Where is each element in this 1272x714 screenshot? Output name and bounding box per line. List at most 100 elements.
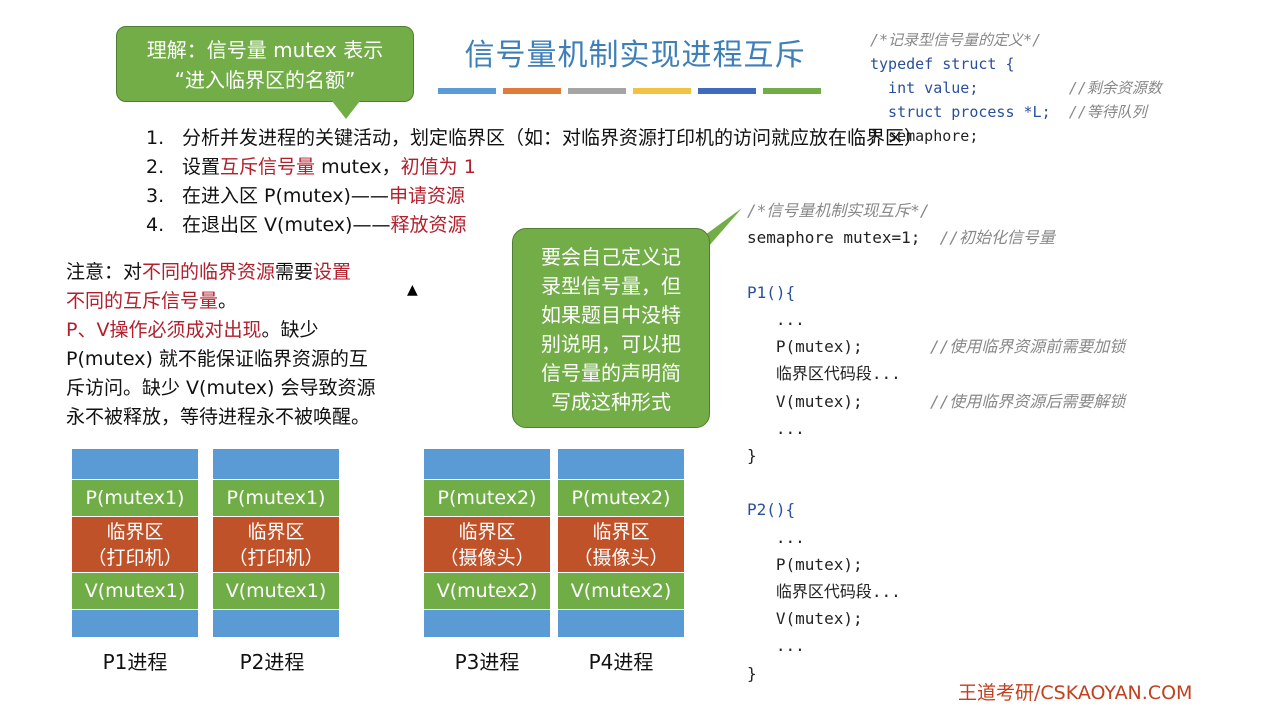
step-text: 设置 — [182, 156, 221, 178]
code-comment: //剩余资源数 — [1068, 79, 1162, 97]
code-line: 临界区代码段... — [747, 364, 901, 384]
color-bar — [568, 88, 626, 94]
code-blank — [747, 469, 1125, 496]
step-highlight: 互斥信号量 — [220, 156, 316, 178]
step-highlight: 释放资源 — [390, 214, 467, 236]
code-line: V(mutex); //使用临界资源后需要解锁 — [747, 388, 1125, 415]
semaphore-struct-code: /*记录型信号量的定义*/ typedef struct { int value;… — [870, 4, 1162, 172]
process-block: P(mutex2) 临界区（摄像头） V(mutex2) — [424, 449, 550, 638]
steps-list: 1. 分析并发进程的关键活动，划定临界区（如：对临界资源打印机的访问就应放在临界区… — [146, 124, 923, 240]
critical-section: 临界区（摄像头） — [558, 517, 684, 573]
code-line: semaphore mutex=1; //初始化信号量 — [747, 224, 1125, 251]
tip-line: 录型信号量，但 — [541, 274, 681, 298]
step-item: 4. 在退出区 V(mutex)——释放资源 — [146, 211, 923, 240]
step-text: mutex， — [315, 156, 401, 178]
code-comment: //使用临界资源前需要加锁 — [930, 337, 1126, 357]
color-bar — [438, 88, 496, 94]
code-line: ... — [747, 418, 805, 438]
code-text: P1(){ — [747, 282, 796, 302]
entry-segment — [72, 449, 198, 480]
callout-tail — [332, 101, 360, 119]
step-number: 3. — [146, 185, 165, 207]
process-label: P2进程 — [239, 650, 305, 674]
note-highlight: 不同的互斥信号量 — [66, 290, 219, 312]
tip-line: 要会自己定义记 — [541, 245, 681, 269]
note-text: 注意：对 — [66, 261, 143, 283]
slide-title: 信号量机制实现进程互斥 — [464, 38, 806, 73]
note-highlight: 设置 — [313, 261, 352, 283]
step-text: 分析并发进程的关键活动，划定临界区（如：对临界资源打印机的访问就应放在临界区） — [182, 127, 924, 149]
exit-segment — [213, 610, 339, 638]
critical-label: 临界区 — [592, 521, 650, 543]
process-block: P(mutex1) 临界区（打印机） V(mutex1) — [213, 449, 339, 638]
code-line: typedef struct { — [870, 55, 1015, 73]
step-text: 在退出区 V(mutex)—— — [182, 214, 391, 236]
v-operation: V(mutex2) — [558, 573, 684, 610]
code-comment: //初始化信号量 — [939, 228, 1055, 248]
step-item: 3. 在进入区 P(mutex)——申请资源 — [146, 182, 923, 211]
note-line: 斥访问。缺少 V(mutex) 会导致资源 — [66, 377, 376, 399]
color-bar — [698, 88, 756, 94]
note-line: P(mutex) 就不能保证临界资源的互 — [66, 348, 368, 370]
code-text: P2(){ — [747, 500, 796, 520]
code-line: int value; //剩余资源数 — [870, 76, 1162, 100]
tip-line: 信号量的声明简 — [541, 361, 681, 385]
step-highlight: 初值为 1 — [400, 156, 476, 178]
critical-section: 临界区（打印机） — [72, 517, 198, 573]
resource-label: （打印机） — [87, 547, 183, 569]
note-paragraph: 注意：对不同的临界资源需要设置 不同的互斥信号量。 P、V操作必须成对出现。缺少… — [66, 258, 446, 432]
process-label: P3进程 — [454, 650, 520, 674]
code-line: P2(){ — [747, 496, 1125, 523]
process-block: P(mutex2) 临界区（摄像头） V(mutex2) — [558, 449, 684, 638]
entry-segment — [424, 449, 550, 480]
process-label: P1进程 — [102, 650, 168, 674]
footer-brand: 王道考研/CSKAOYAN.COM — [958, 682, 1193, 704]
mouse-cursor-icon: ▲ — [407, 282, 418, 298]
exit-segment — [424, 610, 550, 638]
callout-line-1: 理解：信号量 mutex 表示 — [146, 38, 384, 62]
code-comment: /*记录型信号量的定义*/ — [870, 31, 1042, 49]
color-bar — [763, 88, 821, 94]
step-number: 2. — [146, 156, 165, 178]
code-text: int value; — [870, 79, 979, 97]
code-text: P(mutex); — [747, 337, 863, 357]
note-line: P、V操作必须成对出现。缺少 — [66, 316, 446, 345]
note-text: 。 — [218, 290, 238, 312]
step-number: 1. — [146, 127, 165, 149]
resource-label: （摄像头） — [439, 547, 535, 569]
code-line: P(mutex); //使用临界资源前需要加锁 — [747, 333, 1125, 360]
code-line: ... — [747, 636, 805, 656]
p-operation: P(mutex1) — [213, 480, 339, 517]
critical-section: 临界区 （打印机） — [213, 517, 339, 573]
process-label: P4进程 — [588, 650, 654, 674]
code-comment: /*信号量机制实现互斥*/ — [747, 201, 930, 221]
step-text: 在进入区 P(mutex)—— — [182, 185, 389, 207]
title-color-bars — [438, 88, 828, 107]
definition-tip-callout: 要会自己定义记 录型信号量，但 如果题目中没特 别说明，可以把 信号量的声明简 … — [512, 228, 710, 428]
code-line: 临界区代码段... — [747, 582, 901, 602]
code-comment: //使用临界资源后需要解锁 — [930, 391, 1126, 411]
tip-line: 写成这种形式 — [551, 390, 671, 414]
note-line: 永不被释放，等待进程永不被唤醒。 — [66, 406, 371, 428]
step-item: 1. 分析并发进程的关键活动，划定临界区（如：对临界资源打印机的访问就应放在临界区… — [146, 124, 923, 153]
step-highlight: 申请资源 — [388, 185, 465, 207]
color-bar — [503, 88, 561, 94]
p-operation: P(mutex1) — [72, 480, 198, 517]
entry-segment — [558, 449, 684, 480]
code-line: P(mutex); — [747, 554, 863, 574]
v-operation: V(mutex2) — [424, 573, 550, 610]
note-line: 注意：对不同的临界资源需要设置 — [66, 258, 446, 287]
tip-line: 如果题目中没特 — [541, 303, 681, 327]
callout-line-2: “进入临界区的名额” — [174, 68, 356, 92]
code-line: P1(){ — [747, 279, 1125, 306]
code-line: struct process *L; //等待队列 — [870, 100, 1162, 124]
understanding-callout: 理解：信号量 mutex 表示 “进入临界区的名额” — [116, 26, 414, 102]
step-number: 4. — [146, 214, 165, 236]
note-text: 需要 — [275, 261, 314, 283]
code-text: V(mutex); — [747, 391, 863, 411]
code-line: } — [747, 663, 757, 683]
tip-line: 别说明，可以把 — [541, 332, 681, 356]
resource-label: （打印机） — [228, 547, 324, 569]
step-item: 2. 设置互斥信号量 mutex，初值为 1 — [146, 153, 923, 182]
critical-label: 临界区 — [247, 521, 305, 543]
